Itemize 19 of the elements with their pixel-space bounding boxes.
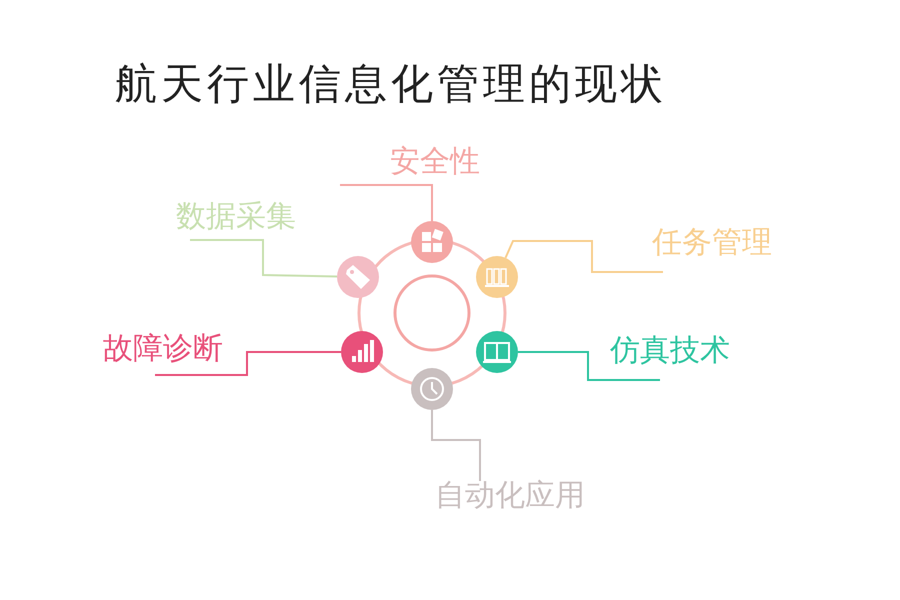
columns-icon	[476, 256, 518, 298]
leader-line	[518, 351, 660, 381]
topic-label: 任务管理	[652, 226, 772, 262]
chart-icon	[341, 331, 383, 373]
leader-line	[339, 184, 433, 222]
leader-line	[431, 410, 481, 481]
book-icon	[476, 331, 518, 373]
leader-line	[190, 239, 338, 278]
topic-label: 自动化应用	[435, 479, 585, 515]
topic-label: 仿真技术	[610, 334, 730, 370]
clock-icon	[411, 368, 453, 410]
diagram-title: 航天行业信息化管理的现状	[115, 58, 667, 110]
leader-line	[504, 240, 663, 273]
topic-label: 故障诊断	[103, 332, 223, 368]
topic-label: 安全性	[389, 145, 480, 181]
leader-line	[155, 351, 341, 376]
puzzle-icon	[411, 221, 453, 263]
tag-icon	[337, 256, 379, 298]
topic-label: 数据采集	[176, 200, 296, 236]
